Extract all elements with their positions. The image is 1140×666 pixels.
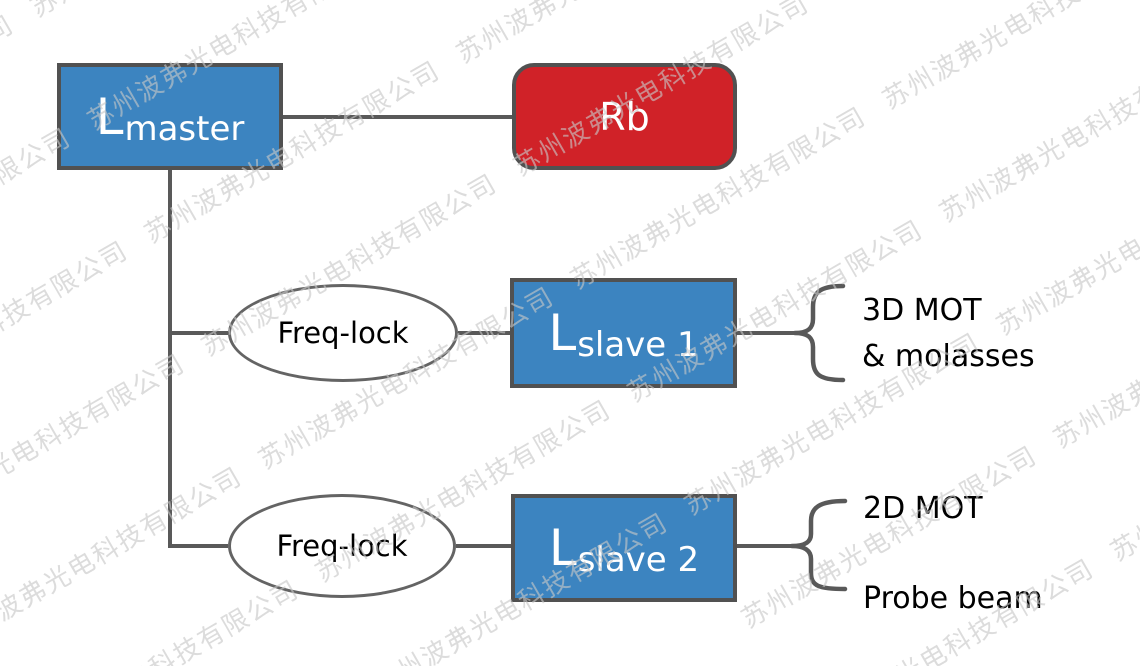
rb-cell-label: Rb [599,94,650,139]
laser-master-symbol: L [95,87,124,146]
rb-cell-box: Rb [512,63,737,170]
output-label-probe-beam: Probe beam [863,581,1043,616]
brace-slave1-outputs [792,283,846,383]
output-3d-mot-line1: 3D MOT [862,293,982,328]
freq-lock-1-label: Freq-lock [277,316,409,350]
freq-lock-2-label: Freq-lock [276,529,408,563]
laser-master-subscript: master [124,108,245,149]
wire-master-trunk [168,170,228,548]
output-label-2d-mot: 2D MOT [863,491,983,526]
laser-slave1-subscript: slave 1 [577,325,699,365]
freq-lock-1-ellipse: Freq-lock [228,284,458,382]
brace-slave2-outputs [789,498,848,592]
laser-slave1-symbol: L [548,304,577,362]
output-3d-mot-line2: & molasses [862,339,1035,374]
laser-slave2-subscript: slave 2 [577,540,700,580]
output-label-3d-mot: 3D MOT & molasses [862,288,1035,380]
laser-slave2-symbol: L [548,519,577,577]
freq-lock-2-ellipse: Freq-lock [228,494,456,598]
